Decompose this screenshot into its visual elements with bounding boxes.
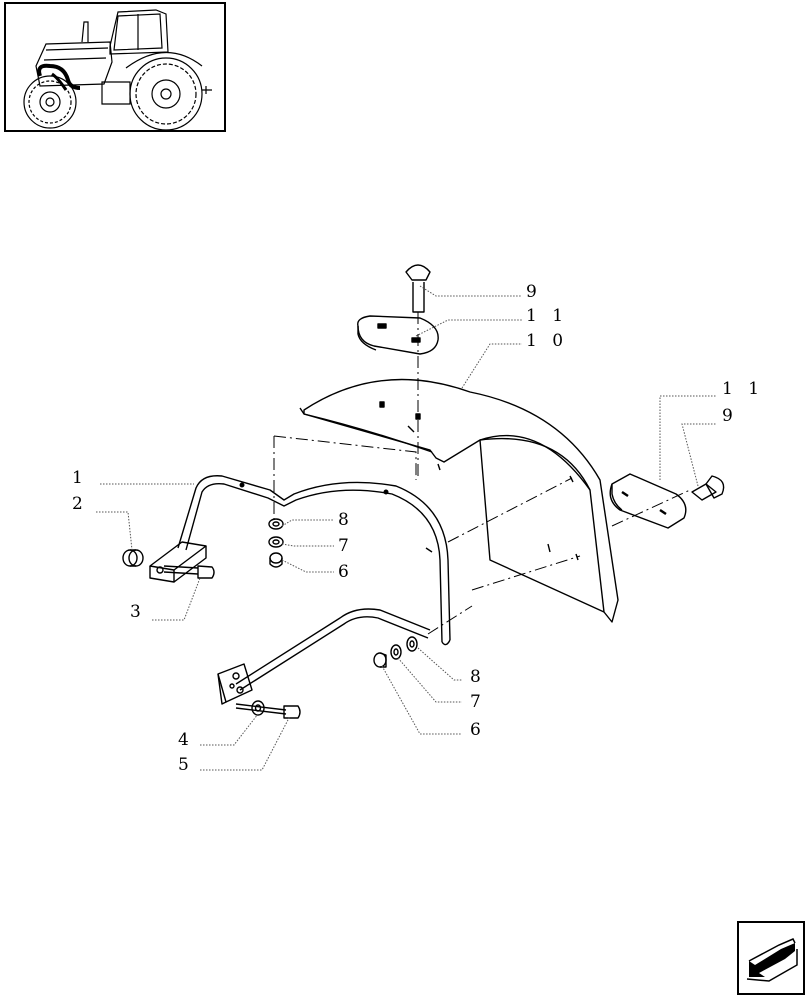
callout-6-upper: 6 <box>338 562 354 582</box>
callout-4: 4 <box>178 730 194 750</box>
callout-7-upper: 7 <box>338 536 354 556</box>
callout-3: 3 <box>130 602 146 622</box>
callout-1: 1 <box>72 468 88 488</box>
next-page-button[interactable] <box>737 921 805 995</box>
callout-11-side: 1 1 <box>722 379 765 399</box>
bolt-5 <box>235 703 301 719</box>
lower-support-arm <box>217 608 431 705</box>
callout-5: 5 <box>178 755 194 775</box>
callout-8-lower: 8 <box>470 667 486 687</box>
washer-4 <box>251 700 265 716</box>
tractor-thumbnail <box>4 2 226 132</box>
callout-7-lower: 7 <box>470 692 486 712</box>
top-carriage-bolt <box>405 264 431 313</box>
callout-2: 2 <box>72 494 88 514</box>
callout-10: 1 0 <box>526 331 569 351</box>
hardware-stack-upper <box>268 518 284 568</box>
tractor-location-icon <box>23 9 212 131</box>
callout-8-upper: 8 <box>338 510 354 530</box>
callout-9-side: 9 <box>722 406 738 426</box>
callout-6-lower: 6 <box>470 720 486 740</box>
spacer-2 <box>122 549 144 567</box>
upper-mount-plate <box>149 541 207 583</box>
side-plate <box>609 473 687 529</box>
top-plate <box>357 315 439 355</box>
hardware-stack-lower <box>373 636 418 668</box>
callout-11-top: 1 1 <box>526 306 569 326</box>
next-page-arrow-icon <box>746 938 798 982</box>
callout-9-top: 9 <box>526 282 542 302</box>
upper-support-tube <box>177 475 451 646</box>
fender-shell <box>299 378 619 623</box>
side-carriage-bolt <box>691 475 725 501</box>
bolt-3 <box>163 565 215 579</box>
